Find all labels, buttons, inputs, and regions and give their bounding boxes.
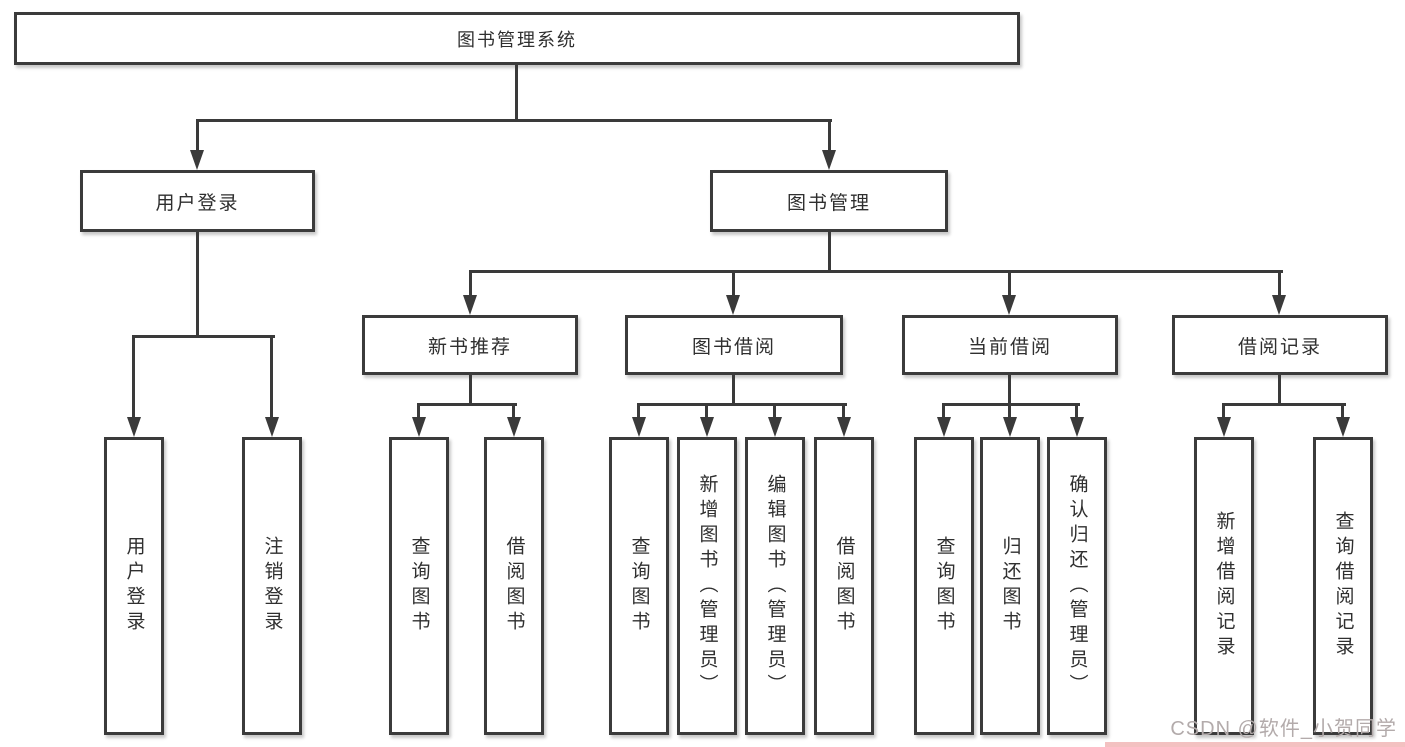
node-root-label: 图书管理系统	[457, 29, 577, 50]
node-borrow-record-label: 借阅记录	[1237, 336, 1322, 358]
leaf-logout: 注销登录	[242, 437, 302, 735]
leaf-current-confirm-admin-label: 确认归还（管理员）	[1066, 473, 1088, 699]
connector-line	[732, 270, 735, 298]
leaf-record-query-label: 查询借阅记录	[1332, 511, 1354, 661]
arrowhead-down-icon	[1217, 417, 1231, 437]
arrowhead-down-icon	[1002, 295, 1016, 315]
node-new-book-recommend-label: 新书推荐	[427, 336, 512, 358]
node-book-borrow: 图书借阅	[625, 315, 843, 375]
connector-line	[469, 270, 472, 298]
arrowhead-down-icon	[1070, 417, 1084, 437]
arrowhead-down-icon	[265, 417, 279, 437]
connector-line	[1278, 375, 1281, 406]
leaf-record-query: 查询借阅记录	[1313, 437, 1373, 735]
leaf-user-login-label: 用户登录	[123, 536, 145, 636]
connector-line	[842, 403, 845, 419]
leaf-current-query-label: 查询图书	[933, 536, 955, 636]
arrowhead-down-icon	[507, 417, 521, 437]
connector-line	[469, 375, 472, 406]
connector-line	[196, 119, 832, 122]
node-root: 图书管理系统	[14, 12, 1020, 65]
watermark: CSDN @软件_小贺同学	[1170, 718, 1397, 740]
connector-line	[942, 403, 945, 419]
arrowhead-down-icon	[1336, 417, 1350, 437]
arrowhead-down-icon	[822, 150, 836, 170]
leaf-borrow-edit-admin-label: 编辑图书（管理员）	[764, 473, 786, 699]
arrowhead-down-icon	[632, 417, 646, 437]
leaf-newbook-borrow: 借阅图书	[484, 437, 544, 735]
arrowhead-down-icon	[1003, 417, 1017, 437]
watermark-pink-bar	[1105, 742, 1405, 747]
connector-line	[515, 65, 518, 120]
node-book-borrow-label: 图书借阅	[691, 336, 776, 358]
connector-line	[196, 119, 199, 153]
arrowhead-down-icon	[700, 417, 714, 437]
connector-line	[270, 335, 273, 419]
arrowhead-down-icon	[837, 417, 851, 437]
leaf-record-add: 新增借阅记录	[1194, 437, 1254, 735]
node-book-management-label: 图书管理	[786, 192, 871, 214]
node-current-borrow-label: 当前借阅	[967, 336, 1052, 358]
connector-line	[1278, 270, 1281, 298]
connector-line	[417, 403, 420, 419]
connector-line	[469, 270, 1283, 273]
leaf-newbook-query-label: 查询图书	[408, 536, 430, 636]
leaf-logout-label: 注销登录	[261, 536, 283, 636]
arrowhead-down-icon	[768, 417, 782, 437]
leaf-newbook-borrow-label: 借阅图书	[503, 536, 525, 636]
leaf-newbook-query: 查询图书	[389, 437, 449, 735]
leaf-borrow-query: 查询图书	[609, 437, 669, 735]
connector-line	[132, 335, 275, 338]
node-book-management: 图书管理	[710, 170, 948, 232]
connector-line	[1222, 403, 1225, 419]
connector-line	[637, 403, 847, 406]
connector-line	[732, 375, 735, 406]
arrowhead-down-icon	[412, 417, 426, 437]
connector-line	[1075, 403, 1078, 419]
arrowhead-down-icon	[937, 417, 951, 437]
arrowhead-down-icon	[726, 295, 740, 315]
connector-line	[1222, 403, 1346, 406]
leaf-record-add-label: 新增借阅记录	[1213, 511, 1235, 661]
node-user-login-label: 用户登录	[155, 192, 240, 214]
leaf-current-return-label: 归还图书	[999, 536, 1021, 636]
leaf-current-query: 查询图书	[914, 437, 974, 735]
leaf-current-return: 归还图书	[980, 437, 1040, 735]
connector-line	[196, 232, 199, 338]
connector-line	[1008, 270, 1011, 298]
leaf-borrow-edit-admin: 编辑图书（管理员）	[745, 437, 805, 735]
connector-line	[1341, 403, 1344, 419]
connector-line	[1008, 403, 1011, 419]
node-new-book-recommend: 新书推荐	[362, 315, 578, 375]
leaf-borrow-add-admin: 新增图书（管理员）	[677, 437, 737, 735]
leaf-borrow-add-admin-label: 新增图书（管理员）	[696, 473, 718, 699]
connector-line	[417, 403, 517, 406]
node-borrow-record: 借阅记录	[1172, 315, 1388, 375]
leaf-borrow-borrow: 借阅图书	[814, 437, 874, 735]
node-user-login: 用户登录	[80, 170, 315, 232]
connector-line	[637, 403, 640, 419]
connector-line	[942, 403, 1080, 406]
connector-line	[1008, 375, 1011, 406]
node-current-borrow: 当前借阅	[902, 315, 1118, 375]
connector-line	[132, 335, 135, 419]
connector-line	[512, 403, 515, 419]
connector-line	[773, 403, 776, 419]
connector-line	[705, 403, 708, 419]
arrowhead-down-icon	[127, 417, 141, 437]
leaf-borrow-query-label: 查询图书	[628, 536, 650, 636]
leaf-user-login: 用户登录	[104, 437, 164, 735]
arrowhead-down-icon	[1272, 295, 1286, 315]
leaf-current-confirm-admin: 确认归还（管理员）	[1047, 437, 1107, 735]
leaf-borrow-borrow-label: 借阅图书	[833, 536, 855, 636]
connector-line	[828, 119, 831, 153]
arrowhead-down-icon	[190, 150, 204, 170]
connector-line	[828, 232, 831, 273]
arrowhead-down-icon	[463, 295, 477, 315]
